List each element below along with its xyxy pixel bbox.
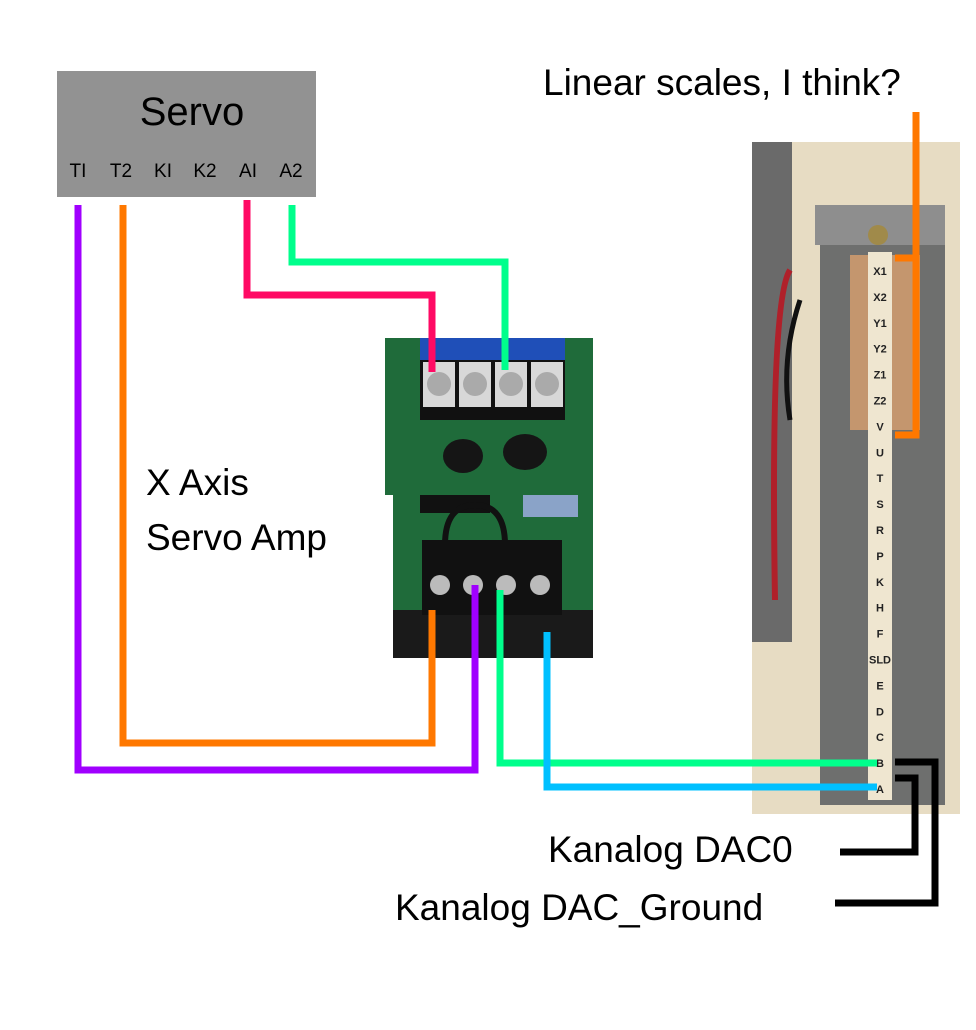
terminal-label-strip	[868, 252, 892, 800]
servo-box: Servo TI T2 KI K2 AI A2	[57, 71, 316, 197]
servo-terminal-a2: A2	[279, 161, 302, 182]
terminal-label-v: V	[876, 421, 884, 433]
kanalog-dac0-label: Kanalog DAC0	[548, 829, 793, 870]
servo-terminal-ai: AI	[239, 161, 257, 182]
linear-scales-label: Linear scales, I think?	[543, 62, 901, 103]
terminal-label-k: K	[876, 577, 884, 589]
terminal-label-b: B	[876, 758, 884, 770]
terminal-label-z2: Z2	[874, 396, 887, 408]
terminal-label-h: H	[876, 603, 884, 615]
wire-t1-purple	[74, 205, 479, 774]
terminal-label-y2: Y2	[873, 344, 886, 356]
terminal-label-x2: X2	[873, 292, 886, 304]
motor-terminal-block	[420, 360, 565, 420]
wire-dac0-black	[840, 774, 919, 856]
terminal-label-e: E	[876, 680, 883, 692]
terminal-label-c: C	[876, 732, 884, 744]
wire-sig-blue	[543, 632, 877, 791]
amp-label-line1: X Axis	[146, 462, 249, 503]
terminal-label-sld: SLD	[869, 655, 891, 667]
servo-box-background	[57, 71, 316, 197]
wire-a1-red	[243, 200, 436, 372]
terminal-label-s: S	[876, 499, 883, 511]
amp-label-line2: Servo Amp	[146, 517, 327, 558]
terminal-label-p: P	[876, 551, 883, 563]
servo-terminal-t2: T2	[110, 161, 132, 182]
signal-terminal-block	[422, 540, 562, 615]
terminal-label-x1: X1	[873, 266, 886, 278]
servo-title: Servo	[140, 90, 245, 134]
wire-a2-green	[288, 205, 509, 370]
terminal-label-r: R	[876, 525, 884, 537]
wire-sig-green	[496, 590, 877, 767]
terminal-label-y1: Y1	[873, 318, 886, 330]
inductor-l1	[503, 434, 547, 470]
kanalog-dac-ground-label: Kanalog DAC_Ground	[395, 887, 763, 928]
servo-terminal-ki: KI	[154, 161, 172, 182]
inductor-l2	[443, 439, 483, 473]
terminal-label-u: U	[876, 447, 884, 459]
servo-terminal-ti: TI	[70, 161, 87, 182]
wire-dac-ground-black	[835, 758, 939, 907]
servo-terminal-k2: K2	[193, 161, 216, 182]
terminal-label-d: D	[876, 706, 884, 718]
servo-amp-photo	[385, 338, 593, 658]
terminal-label-t: T	[877, 473, 884, 485]
terminal-label-a: A	[876, 784, 884, 796]
terminal-label-f: F	[877, 629, 884, 641]
wire-linear-scales-orange	[895, 112, 920, 439]
wire-t2-orange	[119, 205, 436, 747]
terminal-label-z1: Z1	[874, 370, 887, 382]
